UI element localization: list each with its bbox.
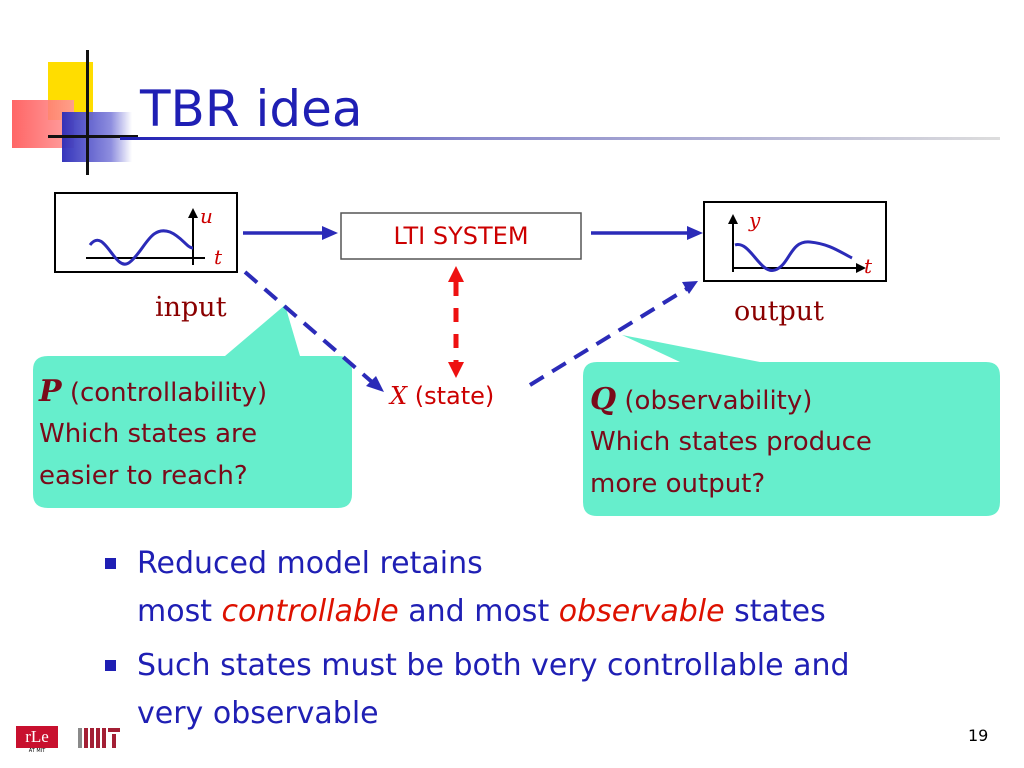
output-label: output [734,296,825,327]
horizontal-line [48,135,138,138]
callout-left-heading: P (controllability) [39,372,267,413]
callout-right: Q (observability) Which states produce m… [590,380,872,505]
bullet2-line1: Such states must be both very controllab… [137,648,850,683]
page-number: 19 [968,726,989,745]
bullet-square-icon [105,660,116,671]
q-symbol: Q [590,382,617,417]
output-x-label: t [864,254,873,278]
input-x-label: t [214,245,223,269]
rle-logo-text: rLe [25,727,49,746]
callout-left-shape [33,305,352,508]
callout-right-heading: Q (observability) [590,380,872,421]
state-label: X (state) [390,382,494,410]
bullet-square-icon [105,558,116,569]
bullet1-text-c: states [724,594,826,629]
controllability-arrow [243,270,374,384]
bullet1-line2: most controllable and most observable st… [137,588,850,636]
callout-right-shape [583,335,1000,516]
bullet2-line2: very observable [137,696,379,731]
input-label: input [155,292,227,323]
state-text: (state) [414,382,495,410]
output-signal-curve [734,240,853,272]
callout-left: P (controllability) Which states are eas… [39,372,267,497]
callout-left-line1: Which states are [39,419,258,449]
observability-title: (observability) [624,386,813,416]
slide-title: TBR idea [140,80,363,138]
bullet1-text-a: most [137,594,222,629]
callout-left-line2: easier to reach? [39,461,248,491]
rle-logo-subtext: AT MIT [16,748,58,754]
bullet-item: Such states must be both very controllab… [105,642,850,738]
bullet1-text-b: and most [398,594,559,629]
bullet-list: Reduced model retains most controllable … [105,540,850,738]
input-signal-curve [88,229,194,266]
vertical-line [86,50,89,175]
lti-system-label: LTI SYSTEM [393,222,529,250]
bullet1-line1: Reduced model retains [137,546,483,581]
output-y-label: y [749,208,761,232]
tbr-diagram [33,192,1000,516]
state-symbol: X [390,382,408,410]
observability-arrow [528,286,690,387]
title-underline [120,137,1000,140]
mit-logo [78,726,122,750]
controllable-emphasis: controllable [221,594,399,629]
observable-emphasis: observable [558,594,725,629]
input-y-label: u [200,204,213,228]
p-symbol: P [39,374,62,409]
controllability-title: (controllability) [69,378,268,408]
lti-system-box [340,212,582,260]
callout-right-line2: more output? [590,469,766,499]
callout-right-line1: Which states produce [590,427,872,457]
bullet-item: Reduced model retains most controllable … [105,540,850,636]
rle-logo: rLe AT MIT [16,726,58,754]
